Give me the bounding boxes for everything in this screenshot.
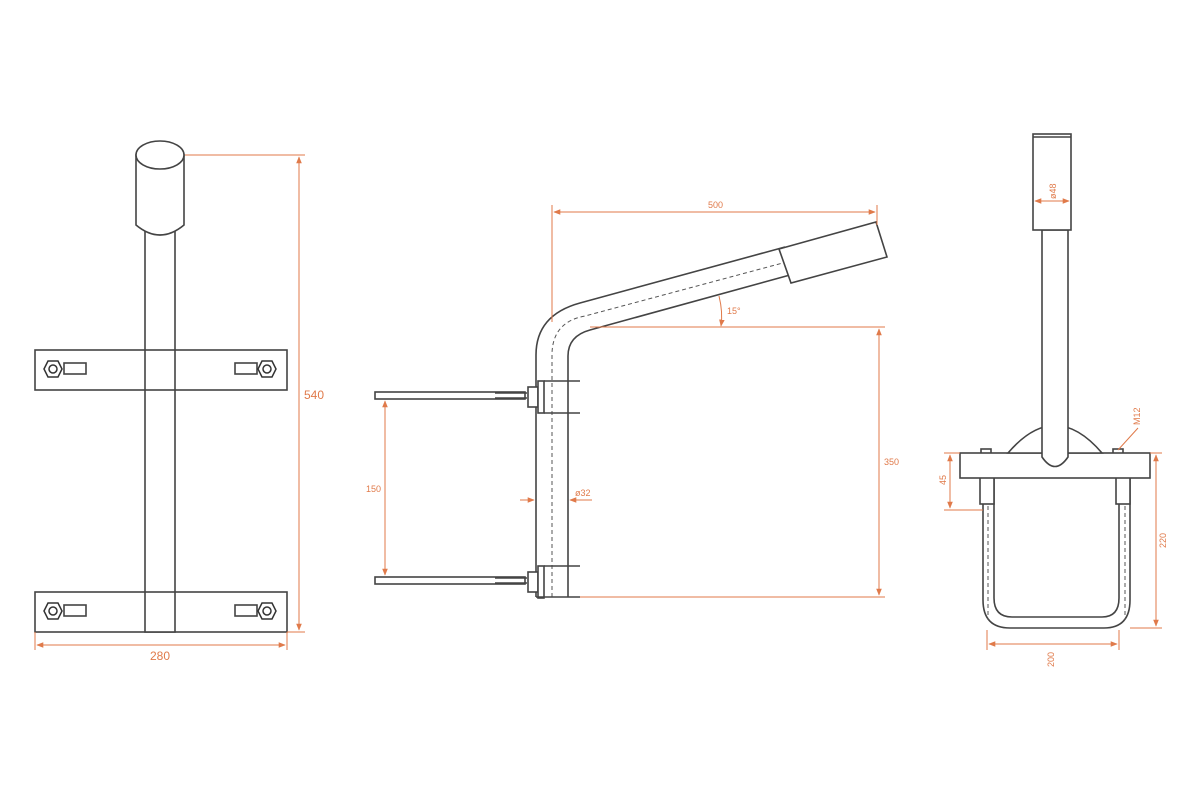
side-clamp-spacing-dimension: 150 bbox=[366, 400, 388, 576]
side-arm-length-dimension: 500 bbox=[551, 200, 878, 322]
side-angle-label: 15° bbox=[727, 306, 741, 316]
top-plate-height-label: 45 bbox=[938, 475, 948, 485]
side-height-label: 350 bbox=[884, 457, 899, 467]
side-upper-clamp bbox=[374, 380, 580, 414]
side-lower-clamp bbox=[374, 565, 580, 599]
top-u-clamp bbox=[982, 478, 1131, 629]
side-arm-length-label: 500 bbox=[708, 200, 723, 210]
front-view: 540 280 bbox=[34, 140, 324, 663]
side-clamp-spacing-label: 150 bbox=[366, 484, 381, 494]
side-pipe-diameter-dimension: ø32 bbox=[520, 488, 592, 503]
front-upper-bracket bbox=[34, 349, 288, 391]
top-clamp-width-dimension: 200 bbox=[986, 630, 1120, 667]
top-clamp-width-label: 200 bbox=[1046, 652, 1056, 667]
top-vertical-pipe bbox=[1041, 229, 1069, 468]
top-view: ø48 M12 45 220 200 bbox=[938, 133, 1168, 667]
top-plate-height-dimension: 45 bbox=[938, 452, 983, 511]
side-spigot bbox=[777, 221, 889, 284]
side-height-dimension: 350 bbox=[580, 326, 899, 598]
top-clamp-depth-dimension: 220 bbox=[1130, 452, 1168, 629]
side-bent-pipe bbox=[535, 246, 786, 597]
side-view: 500 15° 350 150 ø32 bbox=[366, 200, 899, 599]
side-pipe-diameter-label: ø32 bbox=[575, 488, 591, 498]
front-width-label: 280 bbox=[150, 649, 170, 663]
top-bolt-label: M12 bbox=[1132, 407, 1142, 425]
top-spigot-diameter-label: ø48 bbox=[1048, 183, 1058, 199]
front-width-dimension: 280 bbox=[34, 632, 288, 663]
top-bolt-callout: M12 bbox=[1117, 407, 1142, 451]
top-spigot-diameter-dimension: ø48 bbox=[1034, 183, 1070, 204]
front-height-label: 540 bbox=[304, 388, 324, 402]
front-spigot-top bbox=[135, 140, 185, 170]
front-vertical-pipe bbox=[144, 227, 176, 633]
top-clamp-depth-label: 220 bbox=[1158, 533, 1168, 548]
front-spigot bbox=[135, 154, 185, 236]
front-lower-bracket bbox=[34, 591, 288, 633]
top-spigot bbox=[1032, 133, 1072, 231]
side-angle-dimension: 15° bbox=[718, 295, 741, 327]
front-height-dimension: 540 bbox=[185, 154, 324, 633]
